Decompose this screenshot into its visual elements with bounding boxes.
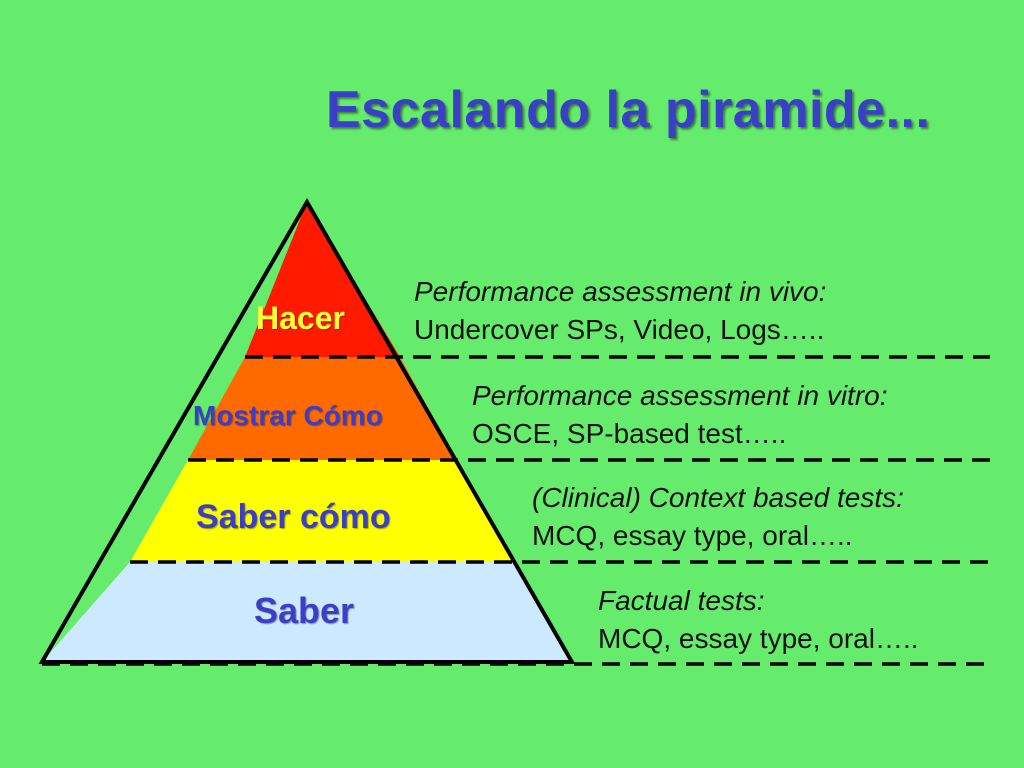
- description-title: Factual tests:: [598, 585, 765, 616]
- description-hacer: Performance assessment in vivo: Undercov…: [414, 273, 826, 349]
- slide-title: Escalando la piramide...: [326, 81, 931, 139]
- pyramid-tier-mostrar-como: [188, 357, 457, 460]
- level-label-saber-como: Saber cómo: [196, 498, 391, 536]
- description-body: OSCE, SP-based test…..: [472, 418, 787, 449]
- description-saber: Factual tests: MCQ, essay type, oral…..: [598, 582, 919, 658]
- description-body: MCQ, essay type, oral…..: [532, 520, 853, 551]
- description-body: Undercover SPs, Video, Logs…..: [414, 314, 825, 345]
- pyramid-tier-saber: [42, 562, 572, 662]
- pyramid-tier-hacer: [245, 202, 400, 357]
- description-title: Performance assessment in vitro:: [472, 380, 888, 411]
- level-label-hacer: Hacer: [256, 300, 345, 336]
- description-title: (Clinical) Context based tests:: [532, 482, 904, 513]
- description-body: MCQ, essay type, oral…..: [598, 623, 919, 654]
- level-label-mostrar-como: Mostrar Cómo: [193, 400, 383, 431]
- description-saber-como: (Clinical) Context based tests: MCQ, ess…: [532, 479, 904, 555]
- description-title: Performance assessment in vivo:: [414, 276, 827, 307]
- pyramid-outline: [38, 197, 576, 664]
- pyramid-tier-saber-como: [130, 460, 515, 562]
- description-mostrar-como: Performance assessment in vitro: OSCE, S…: [472, 377, 888, 453]
- level-label-saber: Saber: [254, 590, 355, 631]
